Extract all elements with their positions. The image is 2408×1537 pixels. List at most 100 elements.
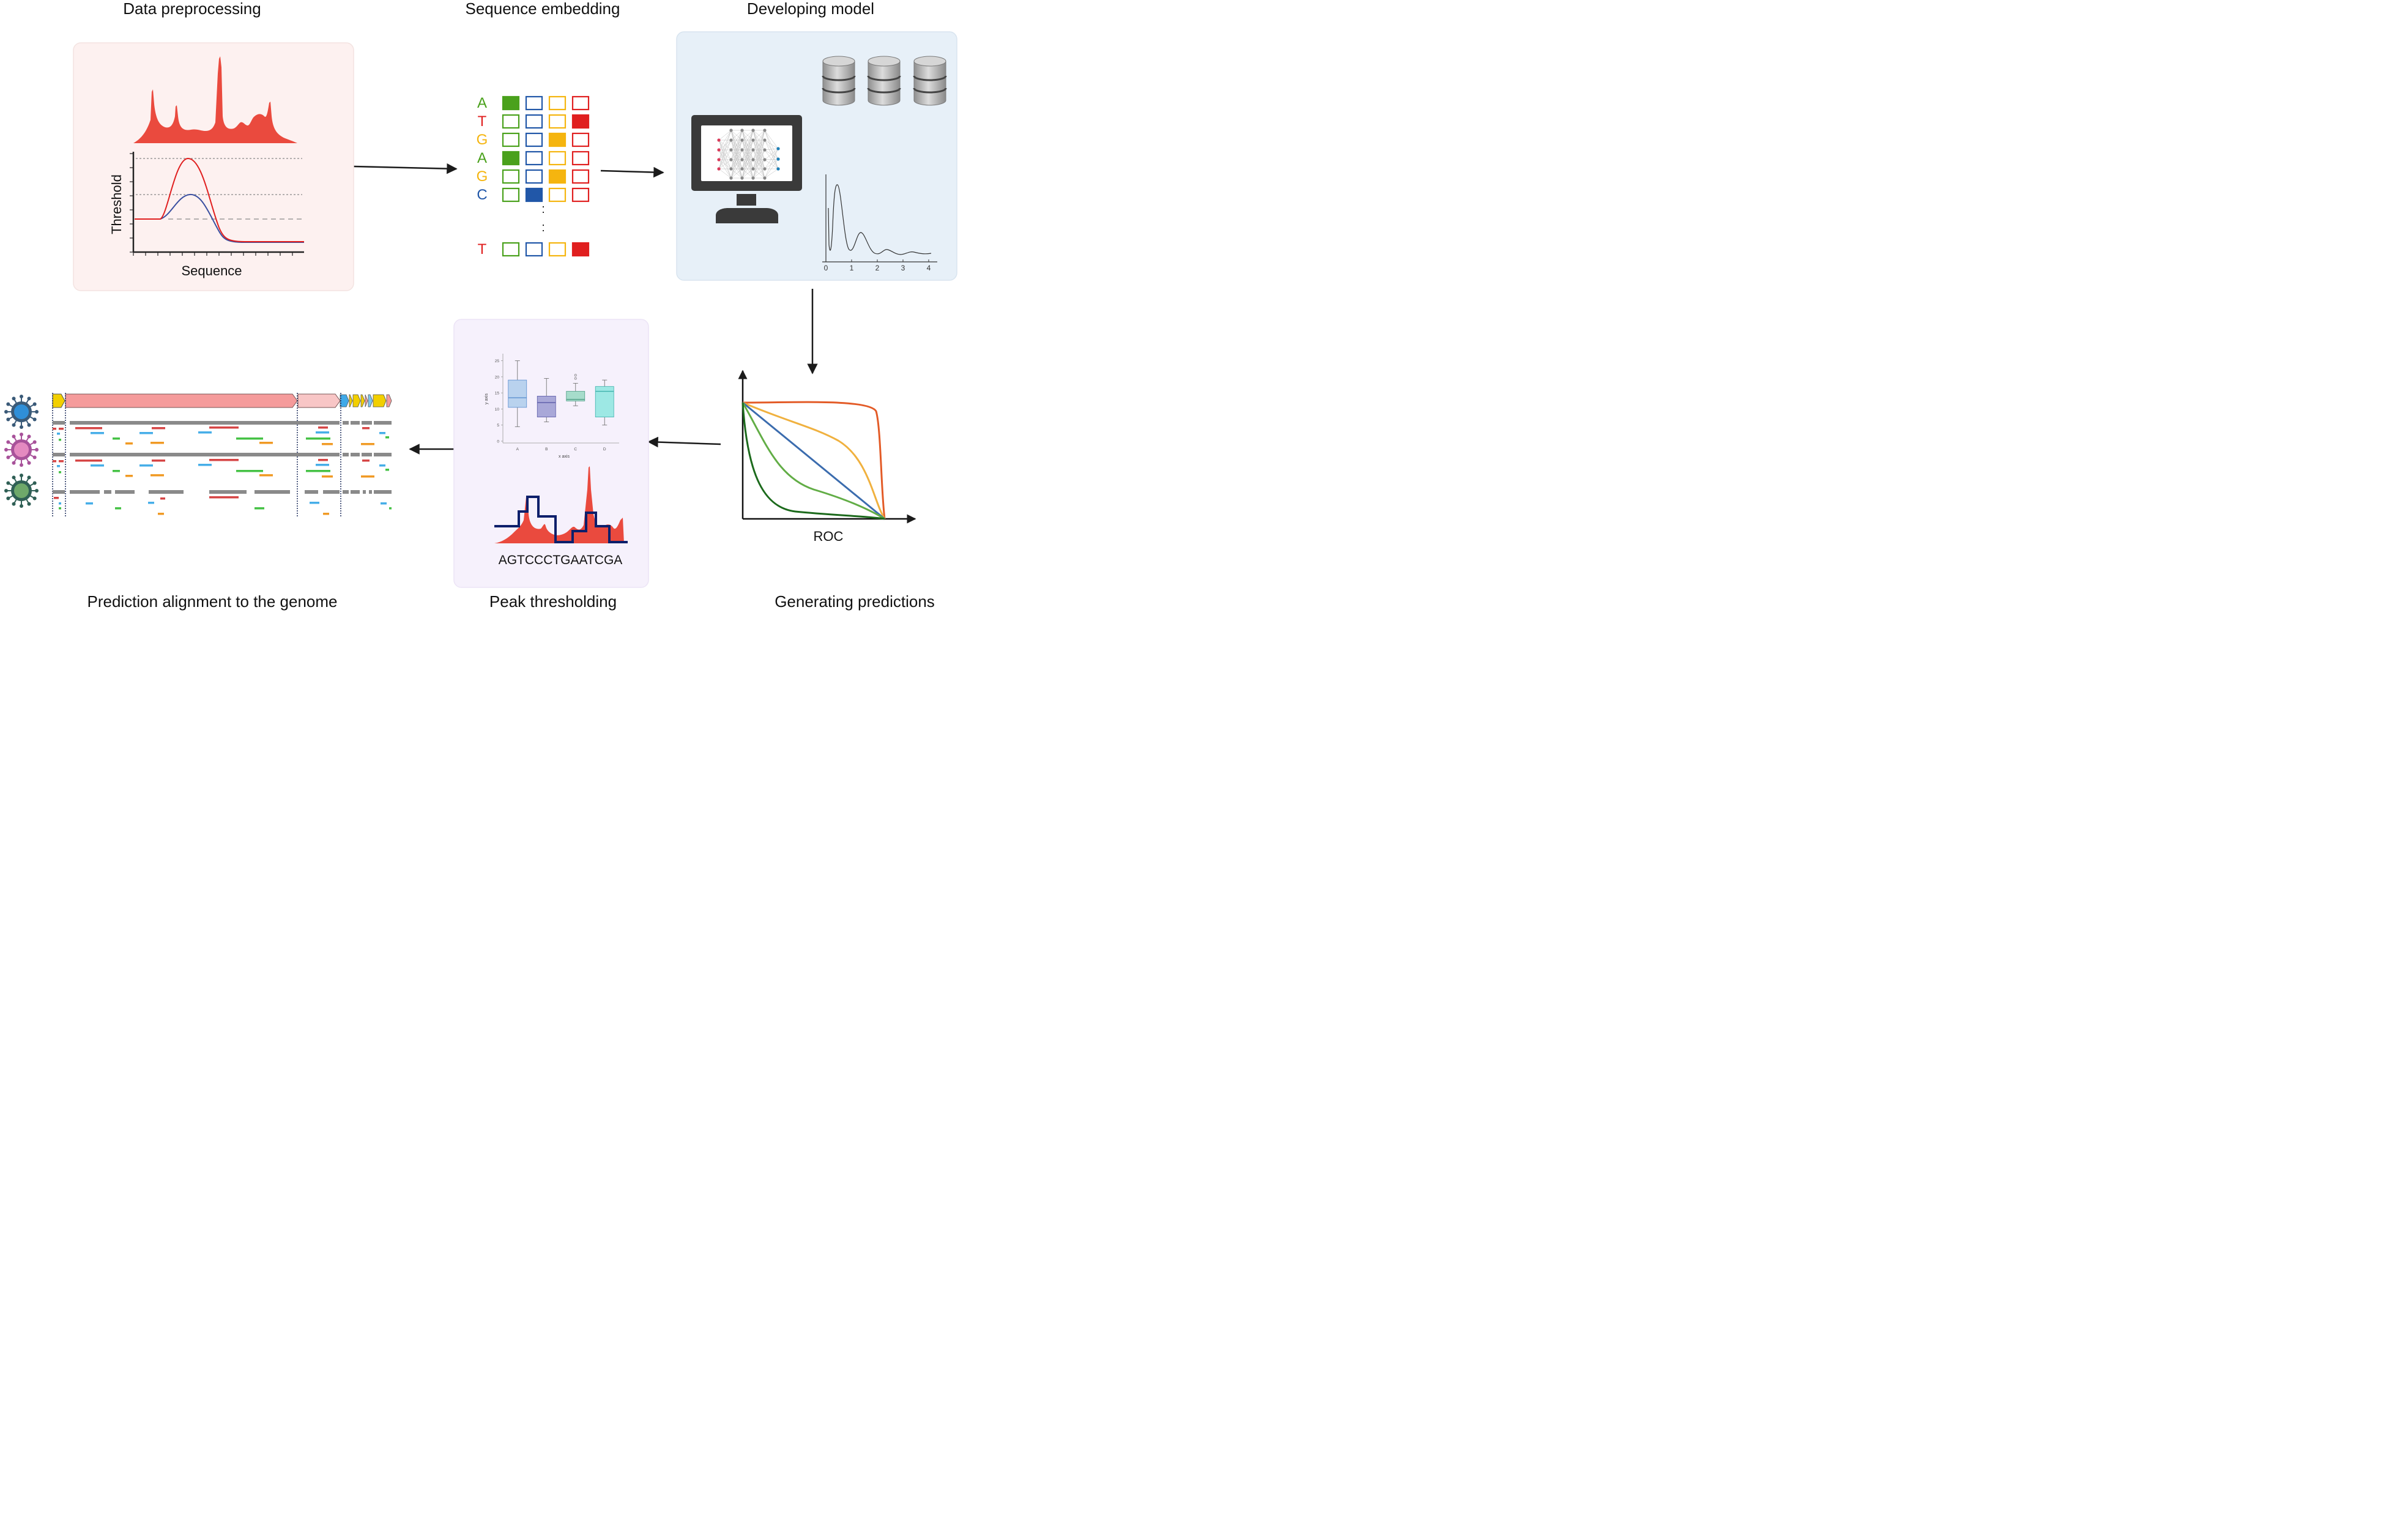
flow-arrow-4	[647, 436, 721, 448]
category-label: B	[545, 447, 548, 452]
virus-blue-icon	[4, 395, 39, 429]
read-mark	[385, 436, 389, 439]
read-mark	[91, 464, 104, 467]
genome-track	[70, 490, 100, 494]
read-mark	[86, 502, 93, 505]
x-tick-label: 1	[850, 264, 854, 272]
nn-node	[763, 148, 767, 152]
category-label: A	[516, 447, 519, 452]
nn-node	[717, 167, 721, 171]
roc-curve-1	[742, 401, 886, 519]
read-mark	[198, 464, 212, 466]
title-data-preprocessing: Data preprocessing	[123, 0, 261, 18]
genome-track	[363, 490, 366, 494]
read-mark	[113, 470, 120, 472]
read-mark	[57, 433, 60, 435]
read-mark	[236, 470, 263, 472]
genome-track	[305, 490, 318, 494]
nn-node	[729, 138, 733, 142]
read-mark	[209, 459, 239, 461]
genome-track	[343, 453, 349, 456]
nn-node	[763, 128, 767, 132]
nn-node	[729, 148, 733, 152]
nn-node	[751, 138, 755, 142]
read-mark	[91, 432, 104, 434]
read-mark	[318, 459, 328, 461]
read-mark	[160, 497, 165, 500]
read-mark	[198, 431, 212, 434]
embedding-cell	[548, 187, 567, 203]
read-mark	[57, 465, 60, 467]
nn-node	[776, 147, 780, 151]
title-prediction-alignment: Prediction alignment to the genome	[87, 592, 337, 611]
read-mark	[125, 442, 133, 445]
gene-arrow	[352, 394, 361, 408]
base-letter: A	[477, 150, 487, 166]
base-letter: G	[477, 132, 488, 148]
read-mark	[54, 497, 59, 499]
embedding-cell	[548, 169, 567, 184]
genome-track	[369, 490, 372, 494]
roc-label: ROC	[814, 529, 844, 544]
read-mark	[59, 471, 61, 474]
embedding-cell	[548, 132, 567, 147]
sequence-axis-label: Sequence	[181, 263, 242, 278]
read-mark	[236, 437, 263, 440]
flow-arrow-2	[600, 166, 664, 178]
title-sequence-embedding: Sequence embedding	[466, 0, 620, 18]
embedding-cell	[571, 242, 590, 257]
title-peak-thresholding: Peak thresholding	[489, 592, 617, 611]
roc-curve-2	[742, 401, 886, 519]
outlier-point	[574, 377, 577, 380]
gene-arrow	[65, 393, 298, 408]
base-letter: G	[477, 168, 488, 185]
embedding-cell	[571, 151, 590, 166]
read-mark	[59, 428, 64, 430]
x-tick-label: 0	[824, 264, 828, 272]
embedding-cell	[502, 169, 520, 184]
read-mark	[75, 427, 102, 430]
read-mark	[209, 426, 239, 429]
x-tick-label: 3	[901, 264, 905, 272]
genome-track	[351, 453, 360, 456]
embedding-cell	[571, 187, 590, 203]
genome-track	[255, 490, 290, 494]
embedding-cell	[548, 114, 567, 129]
genome-track	[53, 421, 65, 425]
genome-track	[374, 453, 392, 456]
read-mark	[113, 437, 120, 440]
read-mark	[389, 507, 392, 510]
signal-profile	[133, 56, 297, 143]
embedding-cell	[571, 95, 590, 111]
genome-track	[374, 421, 392, 425]
genome-track	[53, 453, 65, 456]
read-mark	[255, 507, 264, 510]
read-mark	[152, 460, 165, 462]
read-mark	[139, 432, 153, 434]
read-mark	[59, 507, 61, 510]
read-mark	[59, 502, 61, 505]
virus-green-icon	[4, 474, 39, 508]
gene-arrow	[349, 394, 353, 408]
database-icon	[822, 56, 856, 106]
genome-track	[343, 490, 349, 494]
box-C: C	[566, 374, 585, 452]
title-generating-predictions: Generating predictions	[775, 592, 935, 611]
virus-icons	[4, 395, 39, 508]
box-D: D	[595, 379, 614, 452]
box-A: A	[508, 360, 527, 452]
virus-pink-icon	[4, 433, 39, 467]
embedding-cell	[525, 169, 543, 184]
nn-node	[740, 128, 744, 132]
read-mark	[362, 460, 370, 462]
nn-node	[729, 176, 733, 180]
read-mark	[361, 475, 374, 478]
read-mark	[379, 432, 385, 434]
neural-network-icon	[717, 128, 780, 180]
roc-plot	[738, 370, 916, 524]
read-mark	[259, 474, 273, 477]
threshold-curve-red	[135, 157, 304, 242]
embedding-cell	[548, 95, 567, 111]
gene-arrow	[386, 394, 392, 408]
